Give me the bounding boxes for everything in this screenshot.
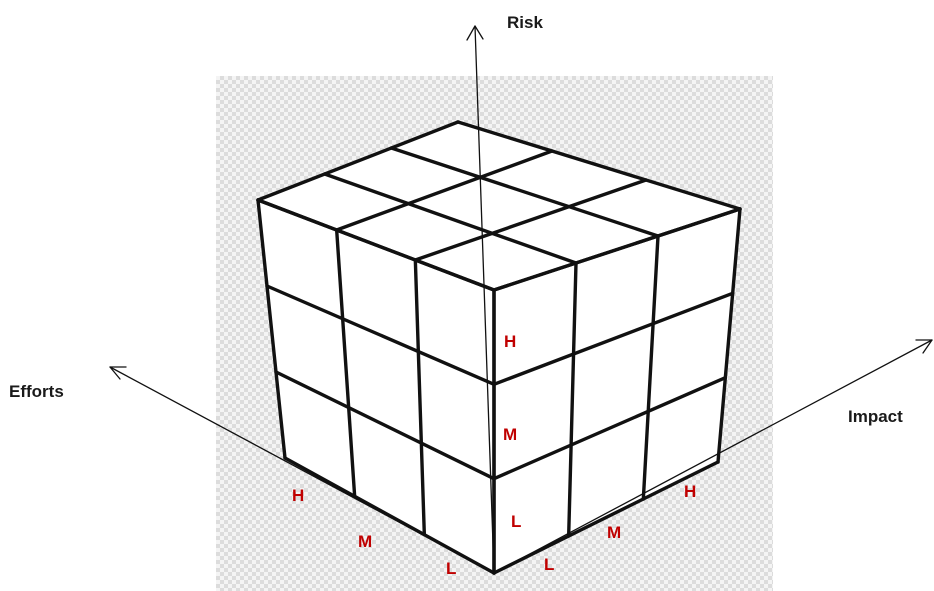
impact-level-high: H xyxy=(684,482,696,501)
risk-axis-label: Risk xyxy=(507,13,543,32)
cube-right-grid-vertical-1 xyxy=(566,261,578,538)
cube-left-grid-vertical-1 xyxy=(334,228,357,499)
cube-right-grid-horizontal-1 xyxy=(492,291,735,387)
cube-left-face xyxy=(258,200,494,573)
risk-level-low: L xyxy=(511,512,521,531)
impact-axis xyxy=(493,339,933,574)
efforts-level-low: L xyxy=(446,559,456,578)
cube-top-grid-line-3 xyxy=(456,120,742,211)
impact-level-low: L xyxy=(544,555,554,574)
cube-left-grid-horizontal-0 xyxy=(256,198,496,292)
cube-top-grid-line-2 xyxy=(389,146,660,238)
cube-right-grid-horizontal-2 xyxy=(492,375,728,481)
impact-level-medium: M xyxy=(607,523,621,542)
cube-top-grid-line-cross-2 xyxy=(413,178,648,262)
cube-top-grid-line-cross-1 xyxy=(334,149,554,232)
cube-top-grid-line-cross-0 xyxy=(256,120,460,202)
cube-left-grid-vertical-0 xyxy=(256,198,287,460)
cube-right-grid-vertical-2 xyxy=(641,234,660,501)
cube-grid-lines xyxy=(256,120,742,575)
cube-right-grid-horizontal-0 xyxy=(492,207,742,292)
cube-left-grid-horizontal-1 xyxy=(265,284,496,387)
cube-left-grid-horizontal-2 xyxy=(274,370,496,481)
efforts-axis-label: Efforts xyxy=(9,382,64,401)
cube-right-grid-horizontal-3 xyxy=(492,460,720,575)
cube-right-grid-vertical-3 xyxy=(716,207,742,464)
efforts-level-medium: M xyxy=(358,532,372,551)
efforts-axis xyxy=(109,366,495,574)
risk-level-high: H xyxy=(504,332,516,351)
impact-axis-label: Impact xyxy=(848,407,903,426)
cube-right-face xyxy=(494,209,740,573)
cube-top-grid-line-1 xyxy=(322,172,578,265)
risk-axis xyxy=(466,25,495,574)
cube-left-grid-vertical-2 xyxy=(413,258,427,537)
risk-level-medium: M xyxy=(503,425,517,444)
efforts-level-high: H xyxy=(292,486,304,505)
